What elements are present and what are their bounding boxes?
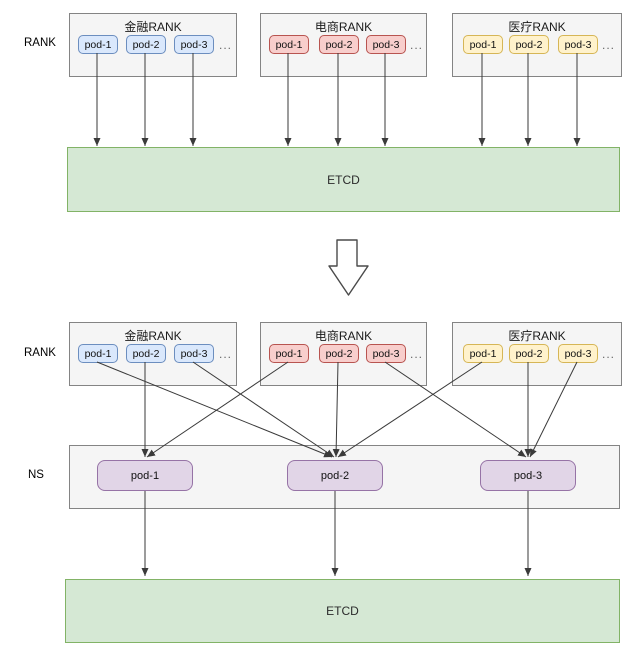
etcd-band-bottom: ETCD xyxy=(65,579,620,643)
pod: pod-3 xyxy=(558,344,598,363)
down-arrow-icon xyxy=(328,239,369,296)
pod: pod-2 xyxy=(126,344,166,363)
group-title: 电商RANK xyxy=(314,20,373,34)
group-title: 金融RANK xyxy=(124,329,182,343)
ellipsis: ... xyxy=(602,347,616,361)
ellipsis: ... xyxy=(219,347,233,361)
ns-pod: pod-2 xyxy=(287,460,383,491)
ellipsis: ... xyxy=(219,38,233,52)
pod: pod-1 xyxy=(269,344,309,363)
pod: pod-3 xyxy=(366,344,406,363)
group-title: 电商RANK xyxy=(314,329,373,343)
etcd-label: ETCD xyxy=(326,604,359,618)
group-finance-rank-bottom: 金融RANK pod-1 pod-2 pod-3 ... xyxy=(69,322,237,386)
etcd-label: ETCD xyxy=(327,172,360,187)
group-finance-rank-top: 金融RANK pod-1 pod-2 pod-3 ... xyxy=(69,13,237,77)
ns-pod: pod-1 xyxy=(97,460,193,491)
ellipsis: ... xyxy=(410,347,424,361)
pod: pod-3 xyxy=(558,35,598,54)
pod: pod-2 xyxy=(509,344,549,363)
pod: pod-2 xyxy=(126,35,166,54)
ellipsis: ... xyxy=(602,38,616,52)
rank-row-label-top: RANK xyxy=(24,37,56,49)
pod: pod-1 xyxy=(78,35,118,54)
rank-row-label-bottom: RANK xyxy=(24,347,56,359)
group-medical-rank-bottom: 医疗RANK pod-1 pod-2 pod-3 ... xyxy=(452,322,622,386)
ns-pod: pod-3 xyxy=(480,460,576,491)
group-ecommerce-rank-top: 电商RANK pod-1 pod-2 pod-3 ... xyxy=(260,13,427,77)
pod: pod-2 xyxy=(319,35,359,54)
group-title: 医疗RANK xyxy=(508,329,566,343)
pod: pod-3 xyxy=(366,35,406,54)
group-medical-rank-top: 医疗RANK pod-1 pod-2 pod-3 ... xyxy=(452,13,622,77)
pod: pod-1 xyxy=(269,35,309,54)
ns-row-label: NS xyxy=(28,469,44,481)
ellipsis: ... xyxy=(410,38,424,52)
pod: pod-3 xyxy=(174,344,214,363)
pod: pod-2 xyxy=(319,344,359,363)
pod: pod-1 xyxy=(463,35,503,54)
pod: pod-1 xyxy=(78,344,118,363)
pod: pod-1 xyxy=(463,344,503,363)
group-title: 医疗RANK xyxy=(508,20,566,34)
pod: pod-2 xyxy=(509,35,549,54)
etcd-band-top: ETCD xyxy=(67,147,620,212)
group-ecommerce-rank-bottom: 电商RANK pod-1 pod-2 pod-3 ... xyxy=(260,322,427,386)
group-title: 金融RANK xyxy=(124,20,182,34)
pod: pod-3 xyxy=(174,35,214,54)
